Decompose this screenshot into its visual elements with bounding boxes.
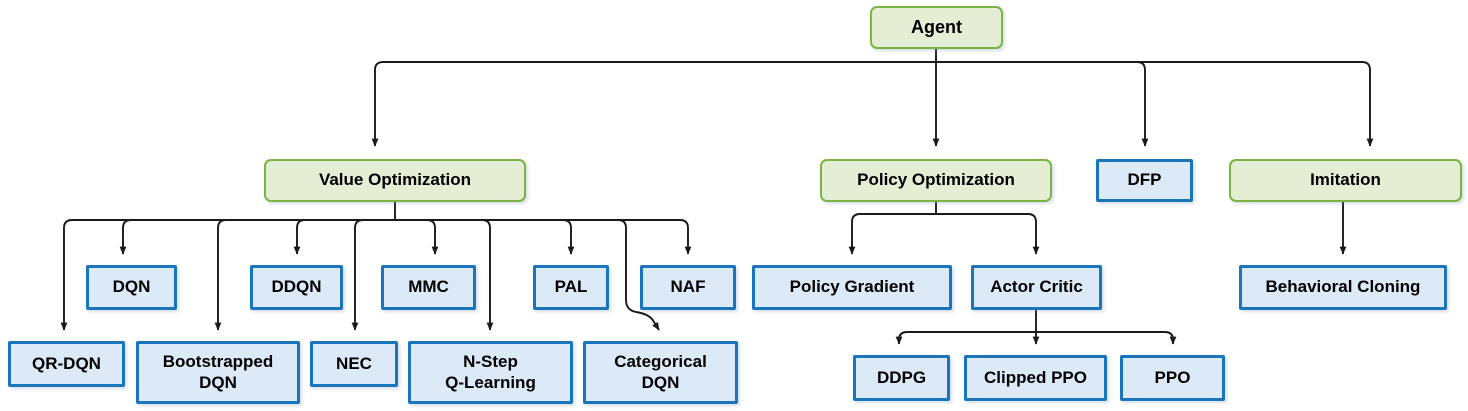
node-ppo-label: PPO <box>1154 367 1191 387</box>
node-policy-optimization[interactable]: Policy Optimization <box>820 159 1052 202</box>
node-categorical-dqn[interactable]: Categorical DQN <box>583 341 738 404</box>
node-qr-dqn-label: QR-DQN <box>32 353 101 373</box>
node-dqn[interactable]: DQN <box>86 265 177 310</box>
node-bootstrapped-dqn-label: Bootstrapped DQN <box>162 352 274 392</box>
node-actor-critic-label: Actor Critic <box>990 277 1083 297</box>
node-n-step-q-learning[interactable]: N-Step Q-Learning <box>408 341 573 404</box>
edge-actor-critic-bus <box>895 310 1177 345</box>
node-policy-gradient-label: Policy Gradient <box>789 277 915 297</box>
node-clipped-ppo-label: Clipped PPO <box>984 367 1087 387</box>
node-bootstrapped-dqn[interactable]: Bootstrapped DQN <box>136 341 300 404</box>
node-ddqn[interactable]: DDQN <box>250 265 343 310</box>
edge-agent-bus <box>371 49 1374 147</box>
node-clipped-ppo[interactable]: Clipped PPO <box>964 355 1107 401</box>
node-naf-label: NAF <box>670 277 706 297</box>
node-pal-label: PAL <box>554 277 588 297</box>
node-ddpg-label: DDPG <box>876 367 927 387</box>
node-ddqn-label: DDQN <box>271 277 322 297</box>
node-nec-label: NEC <box>336 353 372 373</box>
edge-policy-optimization-bus <box>848 202 1040 255</box>
node-policy-optimization-label: Policy Optimization <box>857 170 1015 190</box>
node-mmc-label: MMC <box>408 277 449 297</box>
node-value-optimization-label: Value Optimization <box>318 170 472 190</box>
node-dfp-label: DFP <box>1127 170 1162 190</box>
node-value-optimization[interactable]: Value Optimization <box>264 159 526 202</box>
node-pal[interactable]: PAL <box>533 265 609 310</box>
node-behavioral-cloning-label: Behavioral Cloning <box>1265 277 1421 297</box>
node-agent[interactable]: Agent <box>870 6 1003 49</box>
node-behavioral-cloning[interactable]: Behavioral Cloning <box>1239 265 1447 310</box>
node-imitation[interactable]: Imitation <box>1229 159 1462 202</box>
node-agent-label: Agent <box>911 16 962 37</box>
node-imitation-label: Imitation <box>1310 170 1381 190</box>
node-qr-dqn[interactable]: QR-DQN <box>8 341 125 387</box>
node-nec[interactable]: NEC <box>310 341 398 387</box>
node-ddpg[interactable]: DDPG <box>853 355 950 401</box>
node-categorical-dqn-label: Categorical DQN <box>614 352 707 392</box>
node-policy-gradient[interactable]: Policy Gradient <box>752 265 952 310</box>
node-actor-critic[interactable]: Actor Critic <box>971 265 1102 310</box>
node-mmc[interactable]: MMC <box>381 265 476 310</box>
node-n-step-q-learning-label: N-Step Q-Learning <box>445 352 536 392</box>
node-ppo[interactable]: PPO <box>1120 355 1225 401</box>
node-dqn-label: DQN <box>112 277 151 297</box>
node-naf[interactable]: NAF <box>640 265 736 310</box>
node-dfp[interactable]: DFP <box>1096 159 1193 202</box>
